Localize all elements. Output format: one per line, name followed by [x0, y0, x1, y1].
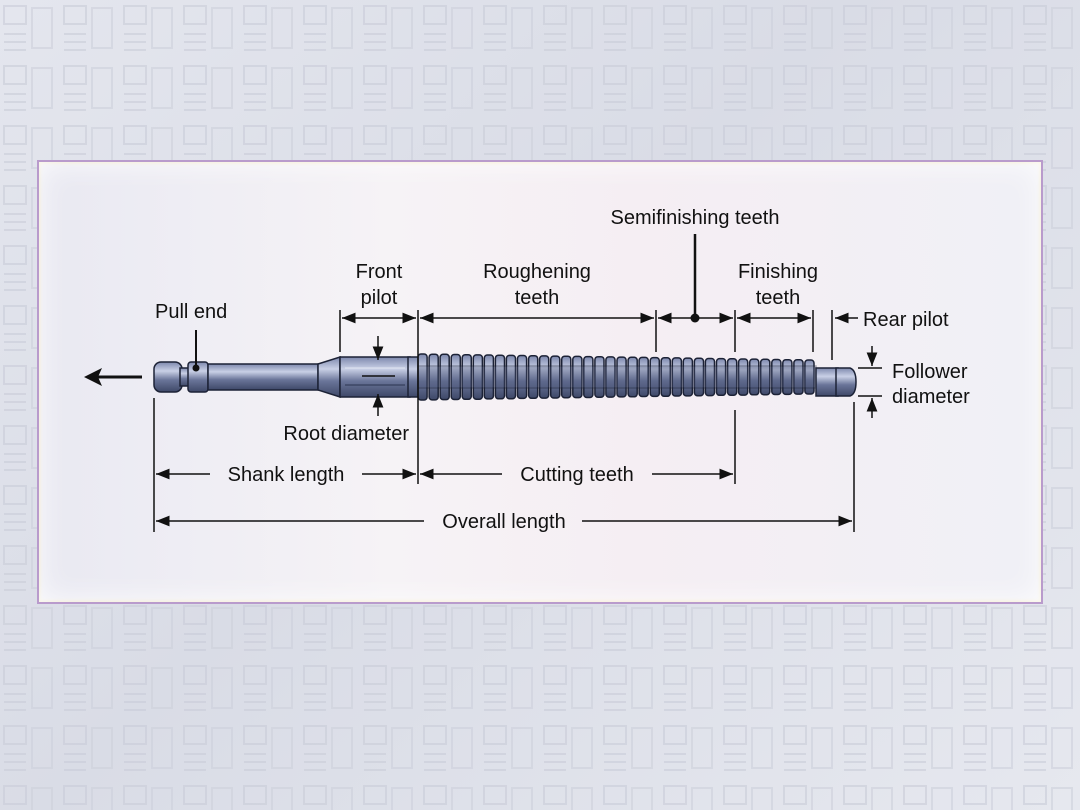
label-overall-length: Overall length [442, 511, 565, 533]
extension-lines [153, 310, 882, 532]
broach-tool [153, 353, 857, 401]
broach-tooth [505, 354, 517, 400]
shank [207, 363, 319, 391]
label-roughening-line1: Roughening [483, 261, 591, 283]
broach-tooth [715, 357, 727, 397]
pull-direction-arrow [84, 368, 142, 386]
broach-tooth [693, 357, 705, 397]
label-finishing-line2: teeth [756, 287, 800, 309]
label-root-diameter: Root diameter [283, 423, 409, 445]
broach-tooth [494, 354, 506, 400]
label-roughening-line2: teeth [515, 287, 559, 309]
broach-tooth [483, 354, 495, 400]
broach-tooth [704, 357, 716, 397]
label-front-pilot-line1: Front [356, 261, 403, 283]
broach-tooth [516, 354, 528, 400]
broach-tooth [472, 354, 484, 400]
shank-taper [317, 355, 341, 399]
label-front-pilot-line2: pilot [361, 287, 398, 309]
broach-tooth [793, 359, 804, 395]
broach-tooth [560, 355, 572, 399]
label-finishing-line1: Finishing [738, 261, 818, 283]
broach-tooth [594, 355, 605, 398]
broach-tooth [726, 358, 738, 396]
broach-core [417, 365, 817, 389]
broach-tooth [660, 357, 672, 398]
label-pull-end: Pull end [155, 301, 227, 323]
rear-pilot [815, 367, 839, 397]
broach-tooth [671, 357, 683, 397]
broach-tooth [771, 358, 782, 396]
broach-tooth [450, 353, 462, 401]
label-semifinishing: Semifinishing teeth [611, 207, 780, 229]
label-follower-line1: Follower [892, 361, 968, 383]
broach-tooth [439, 353, 450, 401]
broach-tooth [527, 354, 539, 400]
broach-tooth [737, 358, 749, 396]
root-diameter-marker [362, 336, 395, 416]
label-cutting-teeth: Cutting teeth [520, 464, 633, 486]
broach-tooth [605, 356, 616, 398]
broach-tooth [549, 355, 561, 399]
dimension-lines [156, 312, 878, 527]
broach-tooth [616, 356, 627, 398]
broach-tooth [428, 353, 439, 401]
cutting-teeth-row [417, 353, 817, 401]
broach-tooth [627, 356, 638, 398]
label-rear-pilot: Rear pilot [863, 309, 949, 331]
broach-tooth [804, 359, 815, 395]
broach-tooth [538, 355, 550, 399]
broach-tooth [782, 358, 793, 396]
label-shank-length: Shank length [228, 464, 345, 486]
broach-tooth [583, 355, 594, 399]
broach-tooth [682, 357, 694, 397]
broach-tooth [748, 358, 760, 396]
label-follower-line2: diameter [892, 386, 970, 408]
broach-tooth [759, 358, 771, 396]
front-pilot [339, 356, 411, 398]
broach-tooth [638, 356, 649, 398]
broach-tooth [461, 353, 473, 401]
pull-end-head [153, 361, 183, 393]
broach-tooth [649, 356, 661, 398]
rear-end [835, 367, 857, 397]
broach-tooth [572, 355, 583, 399]
